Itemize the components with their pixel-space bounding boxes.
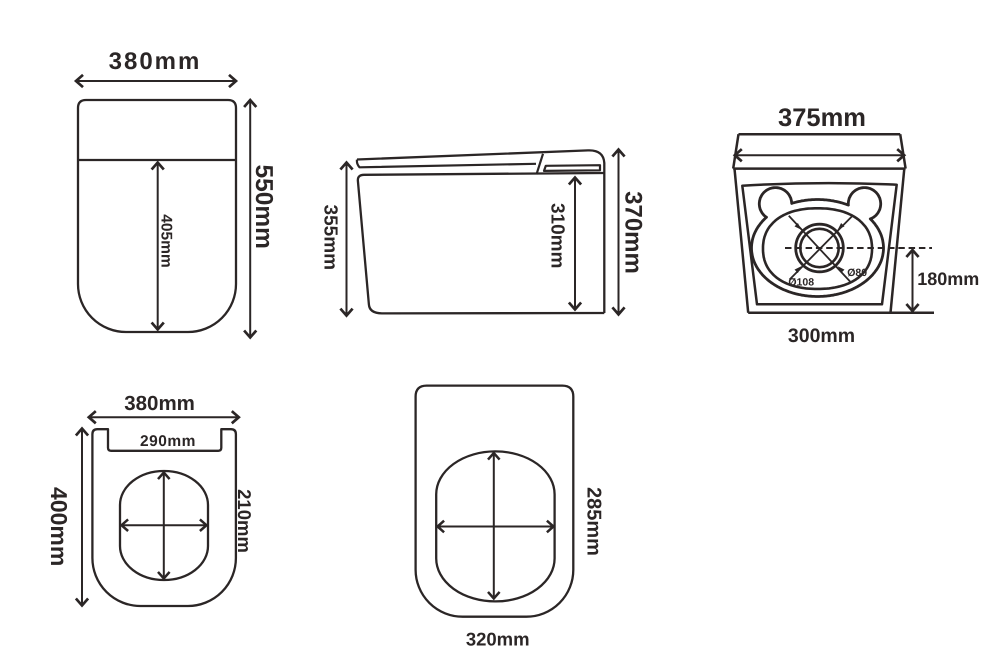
- svg-text:400mm: 400mm: [46, 487, 72, 566]
- svg-text:370mm: 370mm: [620, 191, 647, 274]
- svg-text:380mm: 380mm: [109, 48, 202, 75]
- svg-text:210mm: 210mm: [234, 489, 255, 553]
- svg-text:Ø80: Ø80: [847, 267, 867, 279]
- svg-text:300mm: 300mm: [788, 325, 855, 347]
- svg-text:320mm: 320mm: [466, 629, 530, 650]
- svg-text:310mm: 310mm: [547, 203, 568, 269]
- svg-text:290mm: 290mm: [140, 433, 196, 450]
- svg-text:180mm: 180mm: [917, 269, 979, 289]
- svg-text:380mm: 380mm: [124, 392, 195, 415]
- svg-text:285mm: 285mm: [583, 487, 605, 556]
- svg-text:Ø108: Ø108: [788, 276, 814, 288]
- svg-text:550mm: 550mm: [250, 164, 277, 248]
- svg-text:355mm: 355mm: [319, 205, 340, 270]
- svg-text:375mm: 375mm: [778, 104, 866, 132]
- svg-text:405mm: 405mm: [158, 214, 175, 267]
